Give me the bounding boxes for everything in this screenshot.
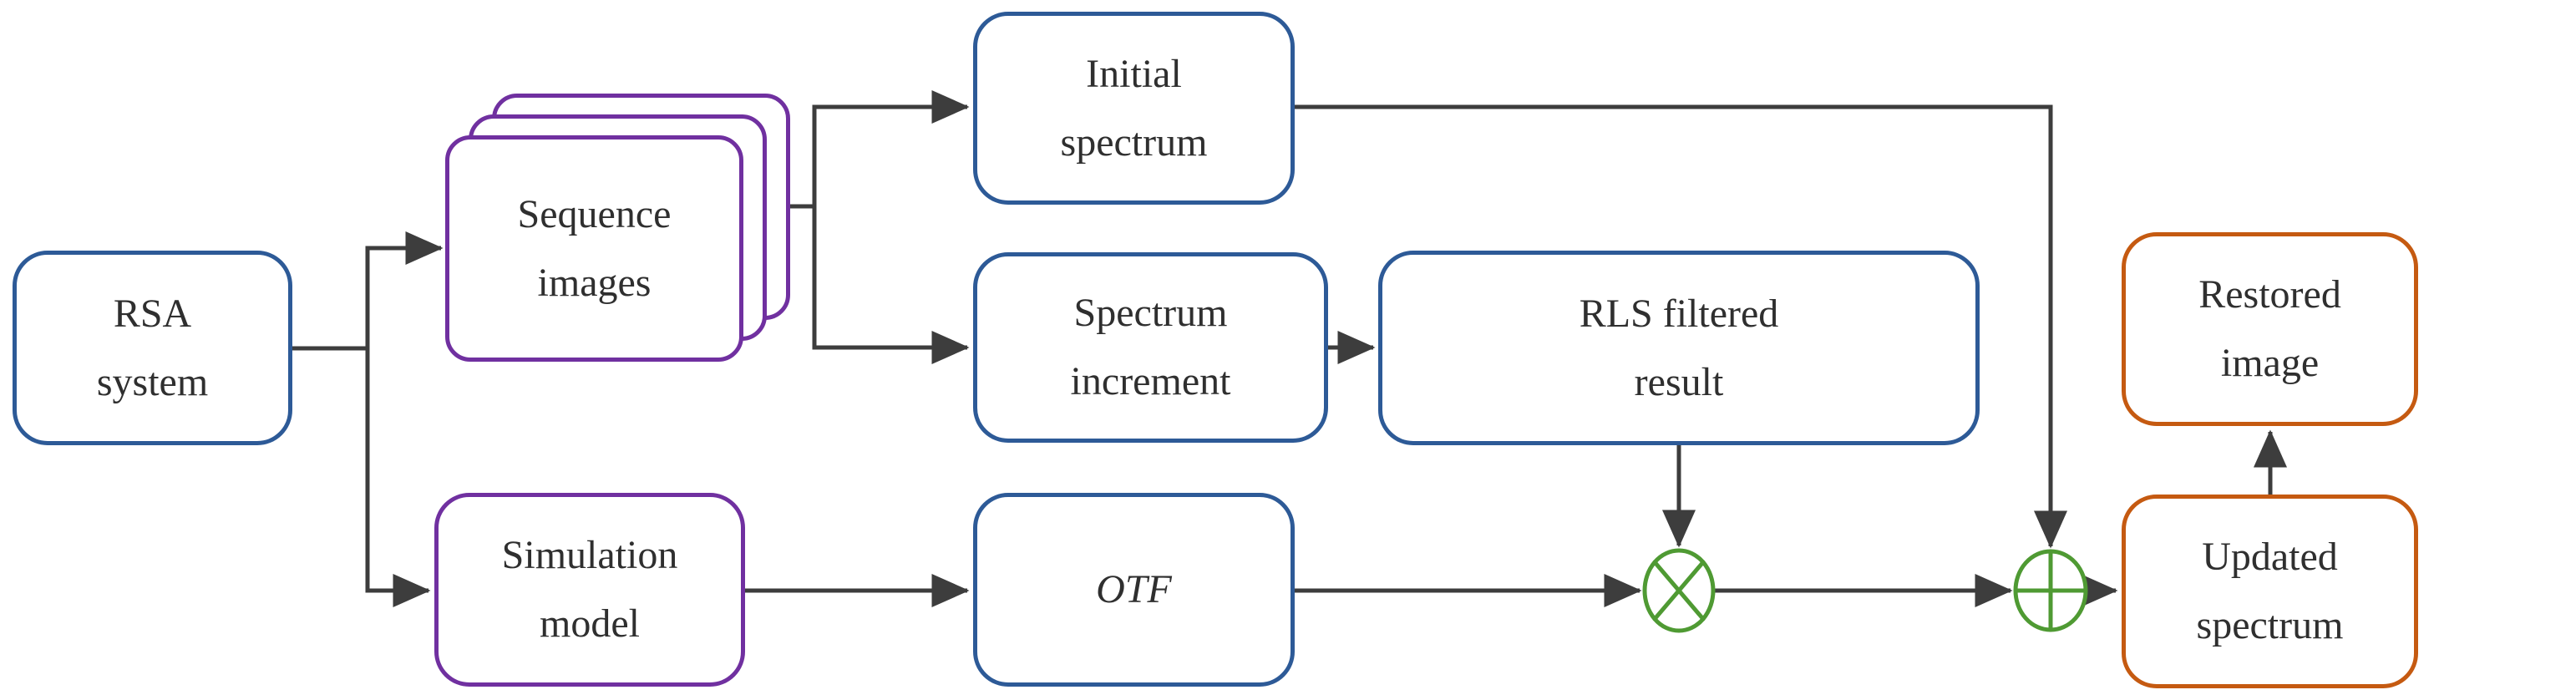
node-rsa-system-label: RSA system <box>96 291 209 404</box>
edge-rsa-to-simulation <box>365 348 431 607</box>
edge-rsa-to-sequence <box>365 231 444 348</box>
node-updated-spectrum-label: Updated spectrum <box>2196 535 2344 647</box>
node-spectrum-increment-label: Spectrum increment <box>1070 291 1231 403</box>
node-spectrum-increment: Spectrum increment <box>973 252 1328 443</box>
node-restored-image-label: Restored image <box>2198 272 2341 385</box>
node-simulation-model: Simulation model <box>434 493 745 687</box>
node-otf: OTF <box>973 493 1295 687</box>
node-rls-filtered-result: RLS filtered result <box>1378 251 1980 445</box>
node-updated-spectrum: Updated spectrum <box>2122 495 2418 688</box>
node-rls-filtered-result-label: RLS filtered result <box>1579 291 1779 404</box>
node-initial-spectrum: Initial spectrum <box>973 12 1295 205</box>
node-restored-image: Restored image <box>2122 232 2418 426</box>
node-sequence-images-label: Sequence images <box>517 191 672 305</box>
node-otf-label: OTF <box>1096 567 1172 612</box>
edge-sequence-to-initial <box>812 90 970 206</box>
oplus-sum-icon <box>2013 549 2088 632</box>
node-initial-spectrum-label: Initial spectrum <box>1060 51 1208 165</box>
node-simulation-model-label: Simulation model <box>501 533 678 646</box>
edge-sequence-to-increment <box>812 206 970 364</box>
node-rsa-system: RSA system <box>13 251 292 445</box>
otimes-multiply-icon <box>1642 548 1716 633</box>
sequence-card-front: Sequence images <box>445 135 743 362</box>
